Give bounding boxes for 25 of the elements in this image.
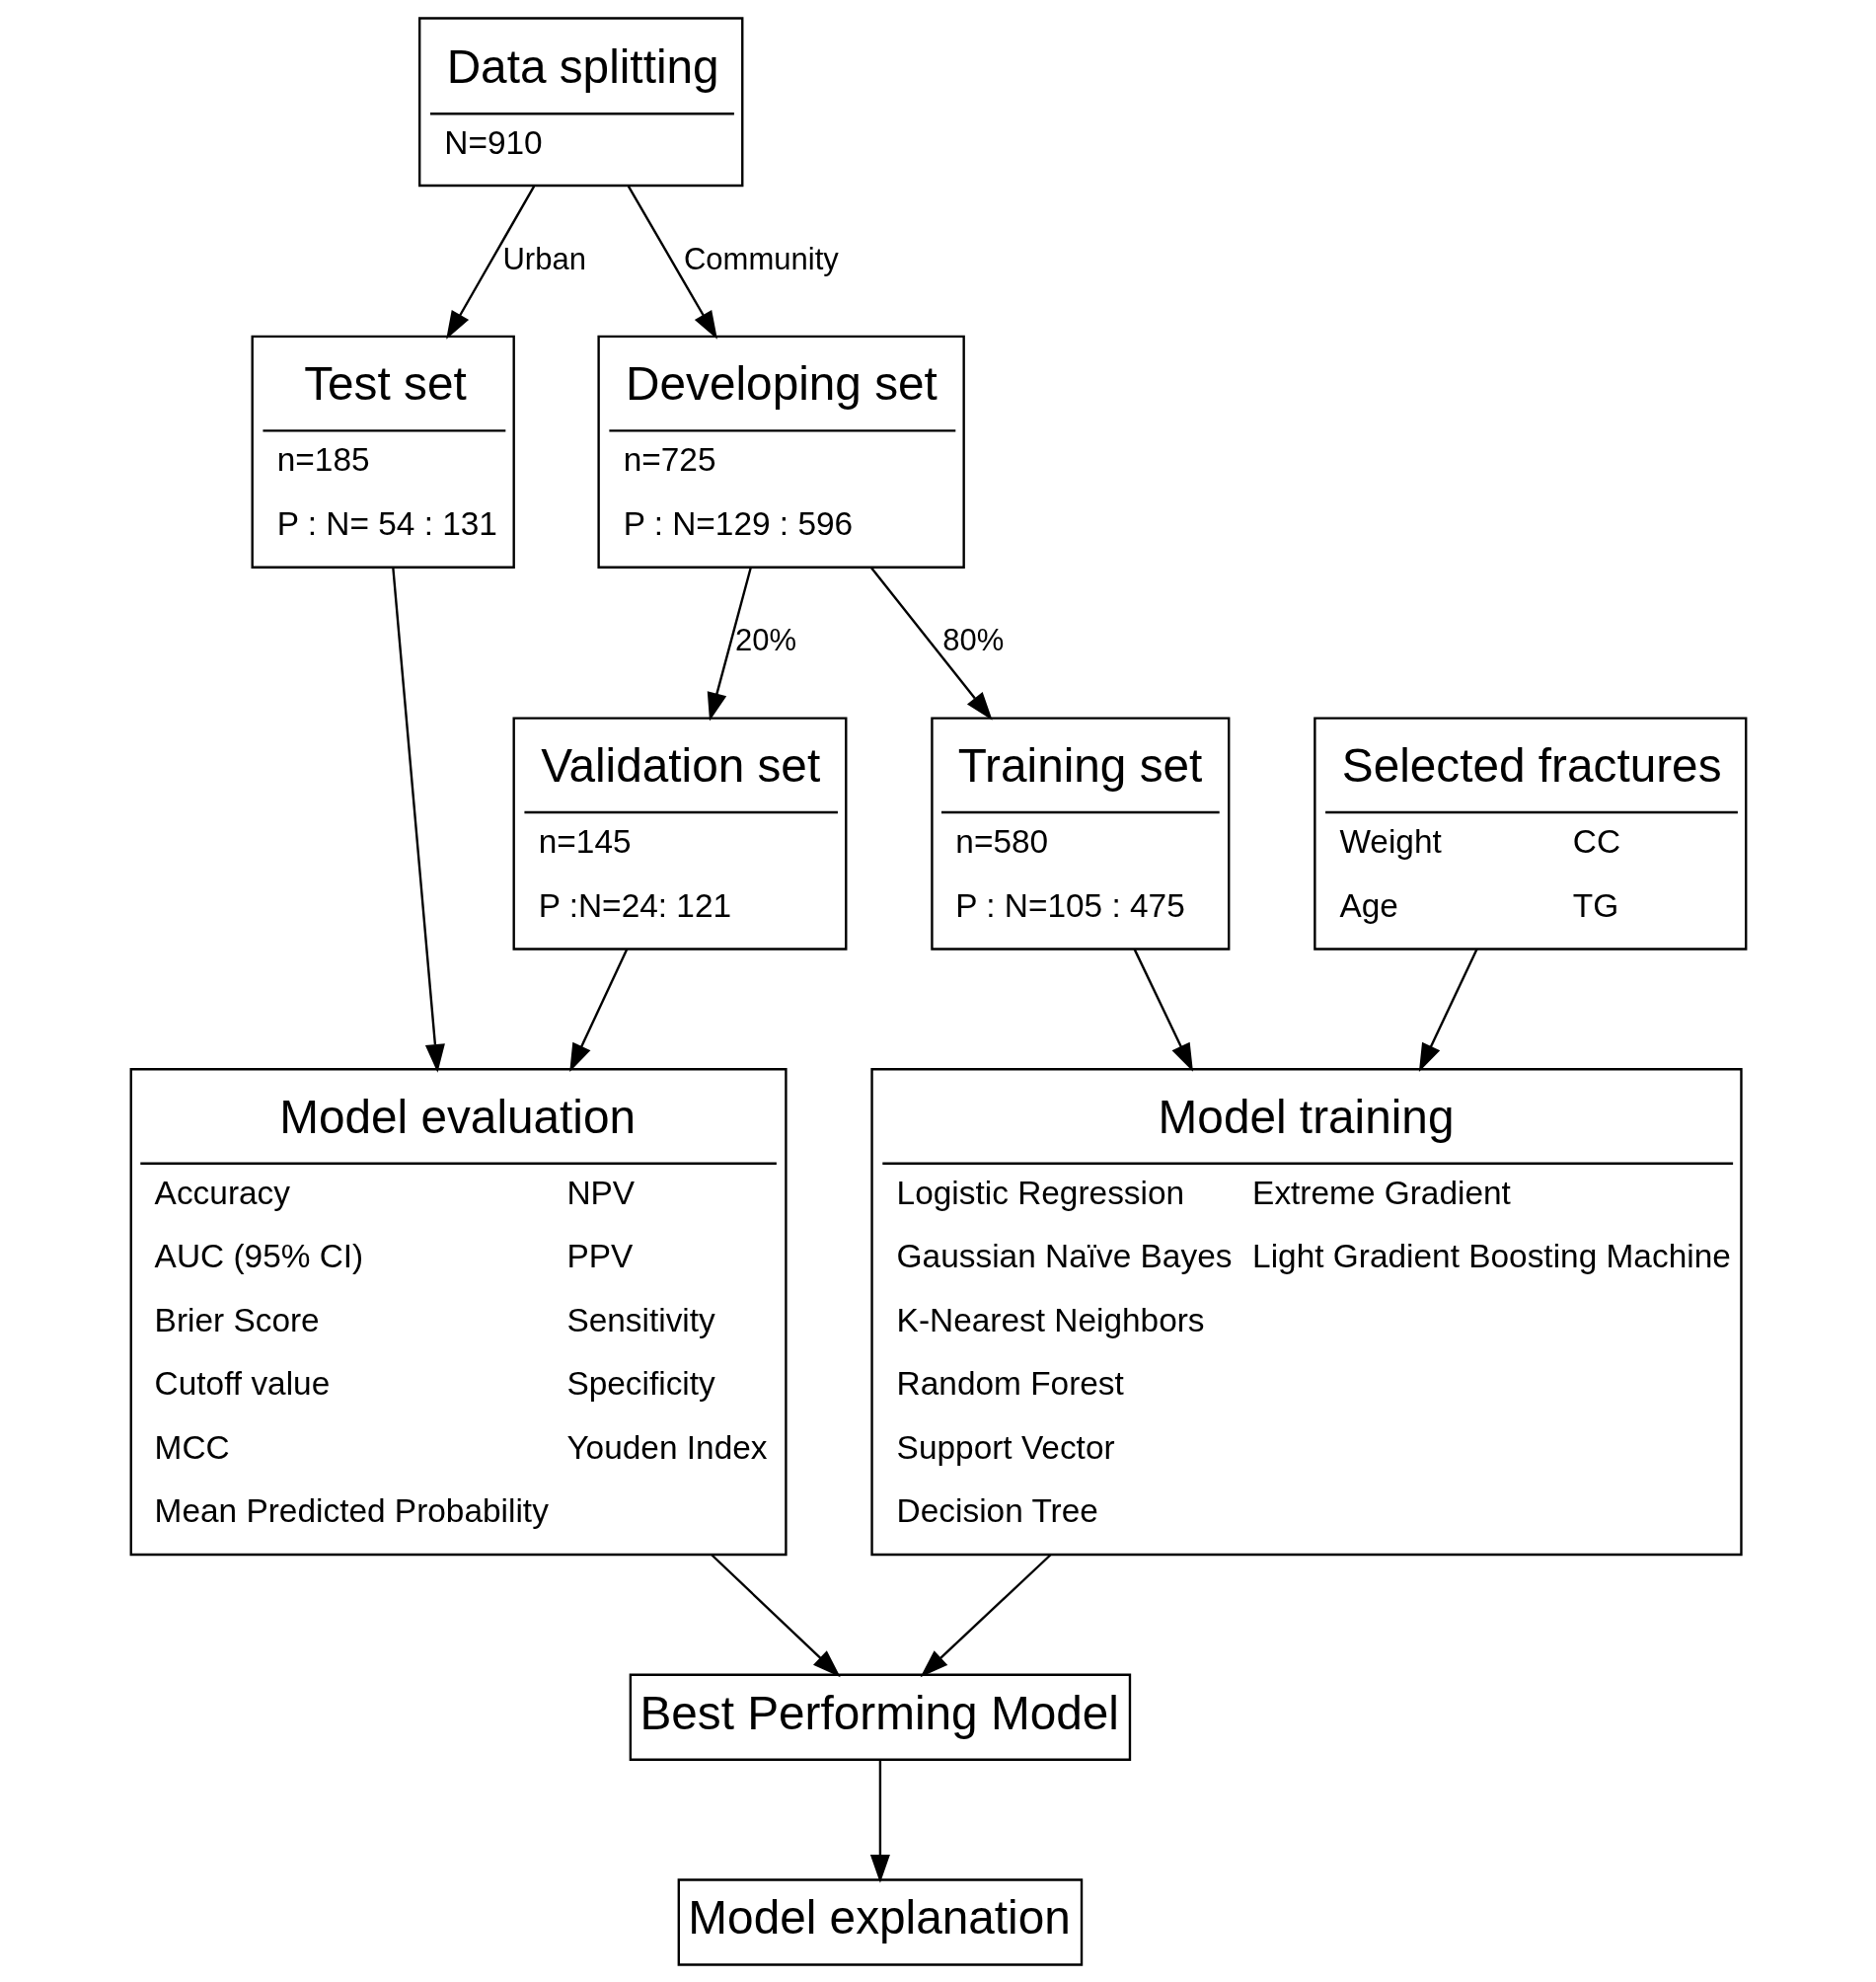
node-box: Best Performing Model <box>629 1673 1131 1761</box>
edge-label: Urban <box>501 241 586 276</box>
edge-label: 20% <box>734 622 796 657</box>
node-box: Test set n=185 P : N= 54 : 131 <box>251 335 515 569</box>
node-box: Validation set n=145 P :N=24: 121 <box>512 716 847 951</box>
arrow <box>869 566 993 721</box>
node-box: Data splitting N=910 <box>417 16 743 187</box>
arrow <box>707 567 752 721</box>
arrow <box>710 1553 841 1677</box>
edge-label: Community <box>683 241 839 276</box>
arrow <box>1133 948 1193 1072</box>
node-box: Training set n=580 P : N=105 : 475 <box>930 716 1230 951</box>
arrow <box>627 185 717 340</box>
node-box: Model training Logistic Regression Extreme Gradient Gaussian Naïve Bayes Light Gradient Boosting Machine K-Nearest Neighbors Random Forest Support Vector Decision Tree <box>869 1067 1743 1556</box>
node-box: Model explanation <box>677 1877 1083 1966</box>
node-box: Selected fractures Weight CC Age TG <box>1313 716 1747 951</box>
arrow <box>1418 948 1478 1072</box>
arrow <box>920 1553 1051 1677</box>
node-box: Model evaluation Accuracy NPV AUC (95% CI) PPV Brier Score Sensitivity Cutoff value Specificity MCC Youden Index Mean Predicted Probability <box>129 1067 788 1556</box>
edge-label: 80% <box>941 622 1004 657</box>
node-box: Developing set n=725 P : N=129 : 596 <box>596 335 965 569</box>
arrow <box>568 948 628 1072</box>
arrow <box>445 185 535 340</box>
arrow <box>391 567 445 1073</box>
arrow <box>869 1759 890 1883</box>
